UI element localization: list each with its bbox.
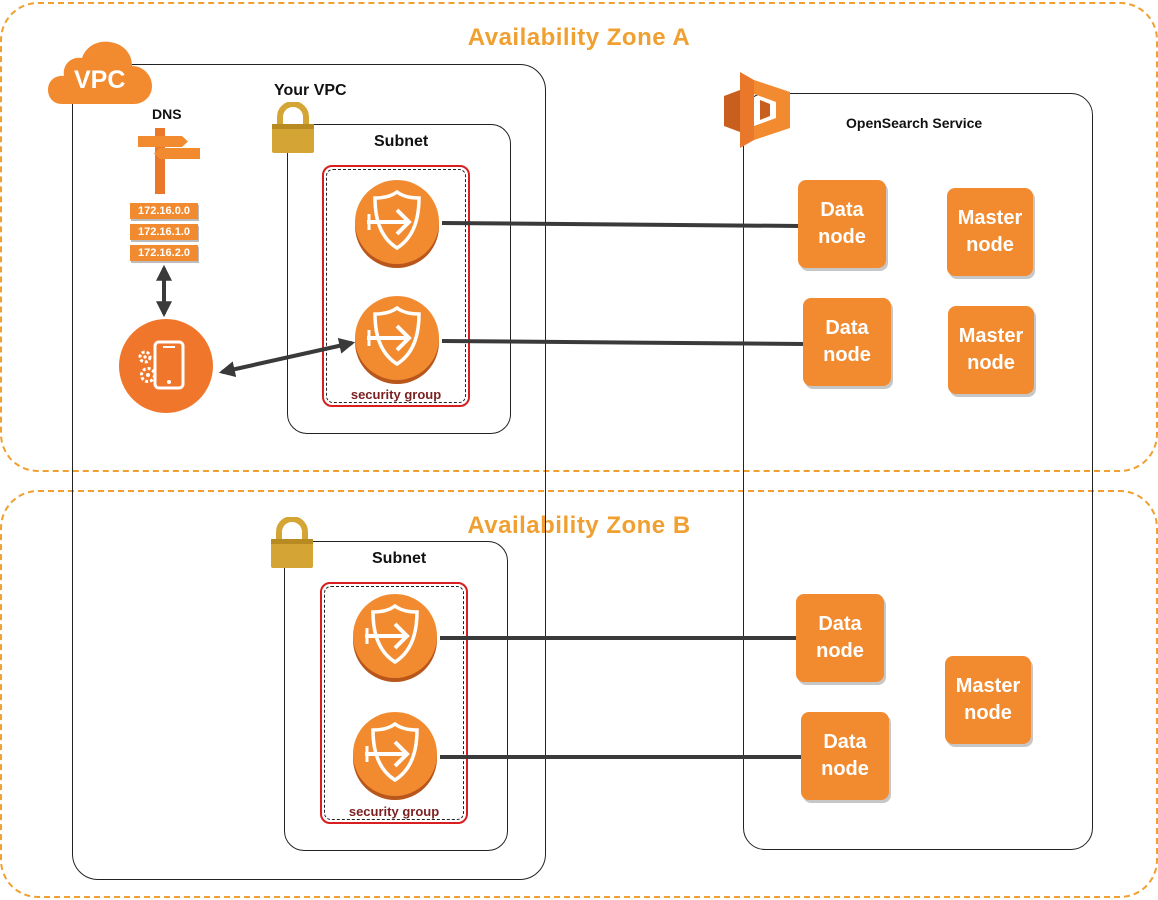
- master-node-a2[interactable]: Master node: [948, 306, 1034, 394]
- opensearch-service-container: [743, 93, 1093, 850]
- padlock-icon: [271, 517, 313, 568]
- security-group-b-label: security group: [348, 804, 440, 819]
- cloud-icon: [48, 41, 152, 104]
- subnet-b-label: Subnet: [372, 550, 427, 567]
- master-node-b1[interactable]: Master node: [945, 656, 1031, 744]
- master-node-a1[interactable]: Master node: [947, 188, 1033, 276]
- vpc-endpoint-shield-icon[interactable]: [353, 296, 441, 384]
- master-node-label: node: [966, 234, 1014, 256]
- security-group-zone-b: security group: [320, 582, 468, 824]
- data-node-label: node: [821, 758, 869, 780]
- link-client-to-endpoint: [218, 337, 356, 378]
- data-node-label: node: [816, 640, 864, 662]
- subnet-zone-b: [284, 541, 508, 851]
- vpc-endpoint-shield-icon[interactable]: [351, 594, 439, 682]
- vpc-title: Your VPC: [274, 82, 347, 99]
- data-node-label: Data: [820, 199, 864, 221]
- master-node-label: node: [967, 352, 1015, 374]
- dns-record-1: 172.16.0.0: [130, 203, 198, 219]
- route53-signpost-icon: [138, 128, 200, 194]
- data-node-a1[interactable]: Data node: [798, 180, 886, 268]
- subnet-a-label: Subnet: [374, 133, 429, 150]
- dns-record-2: 172.16.1.0: [130, 224, 198, 240]
- dns-record-3: 172.16.2.0: [130, 245, 198, 261]
- availability-zone-b: Availability Zone B: [0, 490, 1158, 898]
- opensearch-service-icon: [724, 72, 790, 148]
- data-node-label: node: [818, 226, 866, 248]
- vpc-container: [72, 64, 546, 880]
- padlock-icon: [272, 102, 314, 153]
- opensearch-title: OpenSearch Service: [846, 115, 983, 131]
- zone-a-title: Availability Zone A: [467, 24, 691, 51]
- data-node-a2[interactable]: Data node: [803, 298, 891, 386]
- master-node-label: node: [964, 702, 1012, 724]
- security-group-a-label: security group: [350, 387, 442, 402]
- data-node-label: Data: [823, 731, 867, 753]
- link-endpoint-a2-to-data-node: [441, 339, 805, 346]
- data-node-label: Data: [818, 613, 862, 635]
- dns-title: DNS: [152, 106, 182, 122]
- vpc-endpoint-shield-icon[interactable]: [353, 180, 441, 268]
- availability-zone-a: Availability Zone A: [0, 2, 1158, 472]
- data-node-b1[interactable]: Data node: [796, 594, 884, 682]
- data-node-label: node: [823, 344, 871, 366]
- master-node-label: Master: [958, 325, 1024, 347]
- data-node-b2[interactable]: Data node: [801, 712, 889, 800]
- master-node-label: Master: [957, 207, 1023, 229]
- security-group-zone-a: security group: [322, 165, 470, 407]
- vpc-badge-label: VPC: [74, 66, 126, 94]
- data-node-label: Data: [825, 317, 869, 339]
- subnet-zone-a: [287, 124, 511, 434]
- master-node-label: Master: [955, 675, 1021, 697]
- mobile-app-gear-icon[interactable]: [118, 318, 214, 414]
- link-endpoint-a1-to-data-node: [441, 221, 801, 228]
- vpc-endpoint-shield-icon[interactable]: [351, 712, 439, 800]
- zone-b-title: Availability Zone B: [467, 512, 691, 539]
